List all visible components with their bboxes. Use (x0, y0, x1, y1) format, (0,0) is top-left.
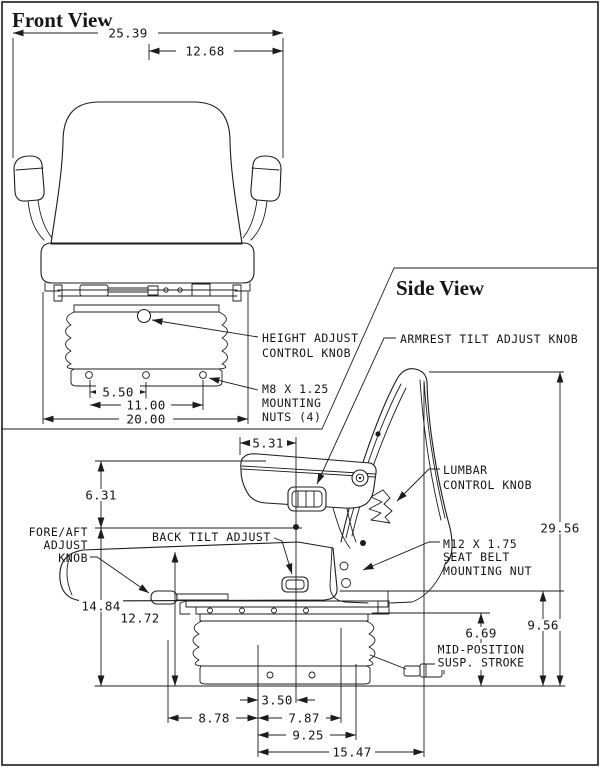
side-dim-front-span: 8.78 (198, 711, 229, 726)
front-callout-m8-3: NUTS (4) (262, 410, 321, 424)
side-view-title: Side View (396, 276, 485, 300)
front-cushion (40, 242, 255, 284)
front-right-armrest-support-a (250, 200, 268, 241)
view-divider-line (1, 267, 599, 430)
side-bracket-dot (360, 540, 366, 546)
side-dim-frame-height: 9.56 (527, 618, 558, 633)
front-left-armrest-support-b (37, 199, 53, 239)
front-callout-height-adjust-1: HEIGHT ADJUST (262, 331, 359, 345)
side-backrest-seam-1 (345, 383, 402, 539)
front-dim-nut-half: 5.50 (102, 385, 133, 400)
side-callout-susp-1: MID-POSITION (438, 643, 525, 657)
front-frame-mechanism (53, 283, 242, 302)
front-leader-mounting-nuts (208, 377, 259, 391)
front-view: Front View (12, 8, 359, 427)
front-dimensions: 25.39 12.68 5.50 11.00 20.00 (12, 26, 284, 427)
side-suspension-bellows (192, 613, 376, 685)
side-armrest (240, 453, 377, 509)
side-backrest-fastener-dot (375, 431, 381, 437)
front-mounting-nut-3 (199, 371, 207, 379)
side-dim-pivot-height: 14.84 (81, 599, 120, 614)
side-dim-susp-stroke: 6.69 (465, 626, 496, 641)
side-recline-bracket-rear (389, 561, 447, 604)
side-callout-armrest-tilt: ARMREST TILT ADJUST KNOB (400, 332, 578, 346)
side-ext-lines-bottom (167, 383, 425, 757)
side-leader-back-tilt (273, 537, 293, 575)
side-backrest-rear-seam-2 (423, 380, 446, 519)
side-armrest-pivot-inner (355, 473, 365, 483)
front-callout-m8-2: MOUNTING (262, 396, 321, 410)
front-backrest-outline (50, 101, 243, 245)
side-back-tilt-knob (281, 576, 309, 593)
front-mounting-nut-2 (142, 371, 150, 379)
front-left-armrest-support-a (27, 200, 45, 241)
side-dim-mid-span: 7.87 (288, 711, 319, 726)
side-callout-susp-2: SUSP. STROKE (438, 656, 525, 670)
side-dim-cushion-height: 12.72 (120, 611, 159, 626)
side-seat-belt-nut-upper (339, 561, 349, 571)
side-dim-overall-span: 15.47 (332, 745, 371, 760)
side-dim-rear-span: 9.25 (292, 728, 323, 743)
side-dim-knob-offset: 3.50 (261, 693, 292, 708)
side-backrest-outline (340, 368, 453, 565)
front-callout-height-adjust-2: CONTROL KNOB (262, 346, 351, 360)
front-dim-nut-full: 11.00 (126, 398, 165, 413)
side-callout-m12-1: M12 X 1.75 (443, 537, 517, 551)
front-mounting-nut-1 (85, 371, 93, 379)
side-ext-armrest-pivot (95, 460, 302, 529)
side-armrest-tilt-knob (287, 486, 327, 512)
side-callout-fore-aft-3: KNOB (58, 551, 88, 565)
side-callout-lumbar-1: LUMBAR (443, 463, 488, 477)
side-leader-fore-aft (90, 556, 150, 594)
side-armrest-strut (332, 507, 357, 549)
front-ext-lines-top (12, 38, 284, 158)
side-base-nut-2 (308, 671, 316, 679)
front-left-armrest (13, 155, 45, 202)
side-leader-lumbar (396, 468, 440, 502)
side-seat-belt-nut-lower (341, 578, 351, 588)
side-shock-absorber (369, 654, 445, 678)
side-slide-rails (179, 590, 393, 615)
side-callouts: ARMREST TILT ADJUST KNOB LUMBAR CONTROL … (29, 332, 578, 594)
side-callout-fore-aft-1: FORE/AFT (29, 525, 88, 539)
front-view-title: Front View (12, 8, 113, 32)
side-callout-lumbar-2: CONTROL KNOB (443, 478, 532, 492)
front-callouts: HEIGHT ADJUST CONTROL KNOB M8 X 1.25 MOU… (151, 318, 359, 424)
front-right-armrest (250, 155, 282, 202)
side-callout-m12-2: SEAT BELT (443, 550, 510, 564)
side-fore-aft-rod (176, 593, 229, 601)
front-dim-base-width: 20.00 (126, 412, 165, 427)
front-cushion-left-tab (44, 282, 61, 292)
front-dim-overall-width: 25.39 (108, 26, 147, 41)
side-backrest-seam-2 (351, 387, 407, 537)
front-seat-drawing (13, 101, 282, 387)
front-right-armrest-support-b (242, 199, 258, 239)
side-dimensions: 5.31 6.31 14.84 12.72 29.56 9.56 (79, 371, 583, 760)
side-dim-armrest-to-pivot: 6.31 (85, 488, 116, 503)
front-callout-m8-1: M8 X 1.25 (262, 382, 329, 396)
side-callout-fore-aft-2: ADJUST (43, 538, 88, 552)
side-fore-aft-knob (150, 590, 178, 605)
side-cushion-seam (66, 555, 73, 596)
front-right-armrest-seam (251, 167, 280, 171)
side-dim-overall-height: 29.56 (540, 521, 579, 536)
front-cushion-right-tab (234, 282, 251, 292)
side-callout-m12-3: MOUNTING NUT (443, 564, 532, 578)
side-callout-back-tilt: BACK TILT ADJUST (152, 530, 271, 544)
side-view: Side View (29, 276, 583, 760)
front-left-armrest-seam (15, 167, 44, 171)
front-dim-half-width: 12.68 (185, 44, 224, 59)
front-leader-height-adjust (151, 318, 259, 338)
side-cushion (59, 541, 338, 602)
side-base-nut-1 (266, 671, 274, 679)
side-leader-armrest-tilt (316, 337, 396, 485)
side-dim-armrest-setback: 5.31 (252, 436, 283, 451)
side-lumbar-knob-edge (382, 489, 393, 524)
front-height-adjust-knob (136, 308, 152, 324)
side-seat-drawing (59, 368, 566, 687)
side-leader-seat-belt (362, 541, 440, 571)
side-backrest-rear-seam-1 (419, 379, 442, 521)
